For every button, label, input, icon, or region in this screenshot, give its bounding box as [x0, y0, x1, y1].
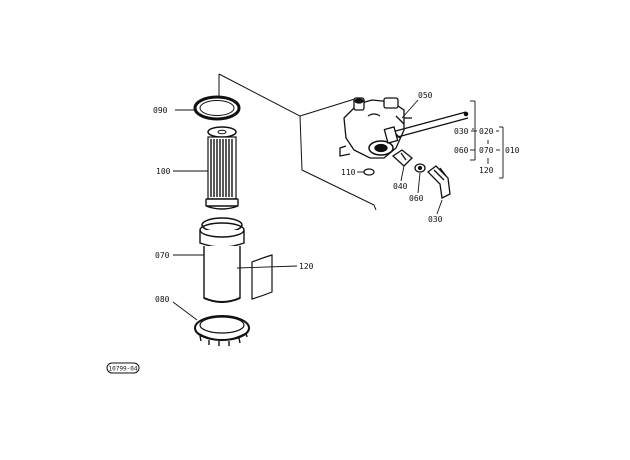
label-040: 040	[393, 182, 408, 191]
filter-element-100	[205, 126, 239, 210]
ring-nut-080	[194, 315, 250, 346]
label-120-right: 120	[479, 166, 494, 175]
label-060-top: 060	[454, 146, 469, 155]
filter-bowl-070	[199, 217, 245, 303]
small-o-ring-110	[363, 168, 375, 176]
label-030-top: 030	[454, 127, 469, 136]
bolt-050	[383, 111, 469, 144]
figure-code: 10799-04	[109, 366, 138, 373]
part-labels: 090 100 070 080 120 050 030 060 020 070 …	[153, 91, 520, 304]
nut-teeth	[199, 332, 248, 346]
hose-elbow-030	[427, 165, 451, 199]
washer-060	[414, 163, 426, 173]
assembly-outline	[218, 73, 377, 211]
label-090: 090	[153, 106, 168, 115]
label-sheet-120	[251, 254, 273, 300]
leader-lines	[172, 99, 474, 321]
figure-code-badge: 10799-04	[106, 362, 140, 374]
label-010: 010	[505, 146, 520, 155]
part-group-bracket	[470, 100, 504, 179]
label-020: 020	[479, 127, 494, 136]
label-080: 080	[155, 295, 170, 304]
label-120-left: 120	[299, 262, 314, 271]
label-060-bottom: 060	[409, 194, 424, 203]
o-ring-090	[193, 95, 241, 121]
label-050: 050	[418, 91, 433, 100]
label-110: 110	[341, 168, 356, 177]
label-030-bottom: 030	[428, 215, 443, 224]
filter-head-body	[339, 97, 412, 159]
label-100: 100	[156, 167, 171, 176]
label-070: 070	[155, 251, 170, 260]
filter-pleats	[210, 139, 233, 197]
elbow-fitting-040	[391, 149, 413, 167]
label-070-right: 070	[479, 146, 494, 155]
